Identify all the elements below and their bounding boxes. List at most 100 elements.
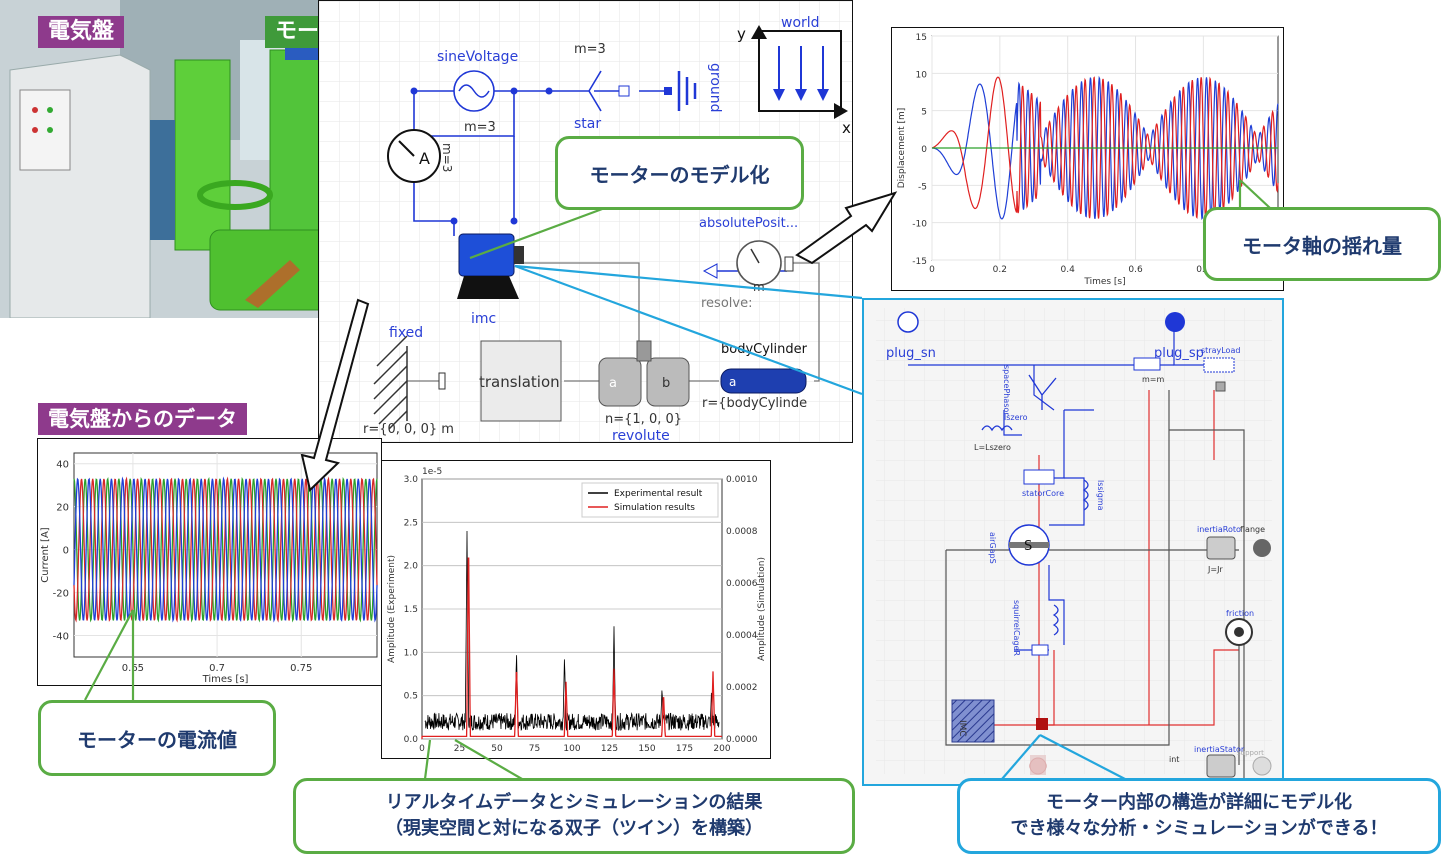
displacement-series-2 xyxy=(931,76,1279,219)
inertia-stator-label: inertiaStator xyxy=(1194,745,1245,754)
spectrum-xtick: 125 xyxy=(601,744,618,754)
callout-shaft: モータ軸の揺れ量 xyxy=(1203,207,1441,281)
displacement-ytick: -5 xyxy=(918,182,927,192)
current-ytick: 0 xyxy=(63,546,69,557)
absolute-position-label: absolutePosit... xyxy=(699,216,798,231)
spectrum-ytick-right: 0.0004 xyxy=(726,631,758,641)
callout-result-line2: （現実空間と対になる双子（ツイン）を構築） xyxy=(385,818,763,839)
current-ytick: -20 xyxy=(53,589,69,600)
callout-result: リアルタイムデータとシミュレーションの結果 （現実空間と対になる双子（ツイン）を… xyxy=(293,778,855,854)
revolute-n-label: n={1, 0, 0} xyxy=(605,412,682,427)
jr-label: J=Jr xyxy=(1207,565,1223,574)
spectrum-ytick-left: 0.0 xyxy=(404,735,419,745)
callout-current-text: モーターの電流値 xyxy=(77,727,237,752)
sensor-m-label: m xyxy=(753,280,765,294)
revolute-a-label: a xyxy=(609,376,617,391)
arrow-to-displacement xyxy=(795,191,898,265)
current-xtick: 0.75 xyxy=(290,663,312,674)
spectrum-xtick: 200 xyxy=(713,744,730,754)
star-label: star xyxy=(574,116,601,132)
callout-internal-line1: モーター内部の構造が詳細にモデル化 xyxy=(1046,792,1352,813)
spectrum-ytick-right: 0.0000 xyxy=(726,735,758,745)
callout-modeling: モーターのモデル化 xyxy=(555,136,804,210)
body-cylinder-r-label: r={bodyCylinde xyxy=(702,396,807,411)
axis-x-label: x xyxy=(842,119,851,137)
space-phasor-label: spacePhasor xyxy=(1002,365,1011,416)
displacement-ytick: 5 xyxy=(921,108,927,118)
current-series-3 xyxy=(73,476,378,623)
spectrum-ytick-left: 0.5 xyxy=(404,692,418,702)
spectrum-chart: 3.02.52.01.51.00.50.00.00100.00080.00060… xyxy=(387,467,767,754)
axis-y-label: y xyxy=(737,25,746,43)
spectrum-series-experimental xyxy=(424,530,720,732)
displacement-ytick: -10 xyxy=(912,220,927,230)
spectrum-xtick: 150 xyxy=(638,744,655,754)
current-ytick: -40 xyxy=(53,632,69,643)
motor-internal-diagram: plug_sn plug_sp m=m strayLoad spacePhaso… xyxy=(864,300,1282,784)
lssigma-label: lssigma xyxy=(1096,480,1105,511)
callout-modeling-text: モーターのモデル化 xyxy=(589,162,770,187)
world-label: world xyxy=(781,15,820,31)
spectrum-legend-box xyxy=(581,482,719,518)
panel-data-tag: 電気盤からのデータ xyxy=(38,403,247,435)
air-gap-label: airGapS xyxy=(988,532,997,564)
spectrum-series-simulation xyxy=(421,557,722,739)
revolute-label: revolute xyxy=(612,428,670,442)
spectrum-ytick-left: 3.0 xyxy=(404,475,419,485)
callout-internal-line2: でき様々な分析・シミュレーションができる！ xyxy=(1010,818,1388,839)
spectrum-xtick: 175 xyxy=(676,744,693,754)
current-ytick: 40 xyxy=(56,460,69,471)
translation-label: translation xyxy=(479,373,560,391)
current-xtick: 0.7 xyxy=(209,663,225,674)
spectrum-ytick-right: 0.0010 xyxy=(726,475,758,485)
flange-label: flange xyxy=(1240,525,1265,534)
displacement-xtick: 0.2 xyxy=(993,265,1007,275)
spectrum-xtick: 25 xyxy=(454,744,465,754)
displacement-xtick: 0.6 xyxy=(1128,265,1143,275)
spectrum-ytick-right: 0.0006 xyxy=(726,579,758,589)
sine-voltage-label: sineVoltage xyxy=(437,49,518,65)
displacement-ytick: 15 xyxy=(916,33,927,43)
friction-label: friction xyxy=(1226,609,1254,618)
modelica-diagram-drawing: sineVoltage m=3 m=3 star ground world y … xyxy=(319,1,852,442)
spectrum-xtick: 0 xyxy=(419,744,425,754)
fixed-r-label: r={0, 0, 0} m xyxy=(363,422,454,437)
int-label: int xyxy=(1169,755,1179,764)
spectrum-xtick: 75 xyxy=(529,744,540,754)
spectrum-ytick-left: 2.0 xyxy=(404,562,419,572)
stray-load-label: strayLoad xyxy=(1201,346,1240,355)
lszero-value-label: L=Lszero xyxy=(974,443,1011,452)
ammeter-m-label: m=3 xyxy=(440,143,454,172)
ammeter-a-label: A xyxy=(419,149,430,168)
spectrum-scale-note: 1e-5 xyxy=(422,467,442,477)
air-gap-symbol: S xyxy=(1024,539,1032,554)
callout-current: モーターの電流値 xyxy=(38,700,276,776)
spectrum-xtick: 50 xyxy=(491,744,503,754)
lszero-label: lszero xyxy=(1004,413,1028,422)
spectrum-ytick-left: 1.0 xyxy=(404,648,419,658)
support-label: support xyxy=(1237,749,1264,757)
sine-voltage-m-label: m=3 xyxy=(464,120,496,135)
displacement-ylabel: Displacement [m] xyxy=(897,108,907,189)
mm-label: m=m xyxy=(1142,375,1164,384)
callout-internal: モーター内部の構造が詳細にモデル化 でき様々な分析・シミュレーションができる！ xyxy=(957,778,1441,854)
arrow-to-current xyxy=(300,298,370,492)
plug-sn-label: plug_sn xyxy=(886,346,936,361)
callout-shaft-text: モータ軸の揺れ量 xyxy=(1242,233,1402,258)
spectrum-ytick-right: 0.0008 xyxy=(726,527,758,537)
panel-tag: 電気盤 xyxy=(38,16,125,48)
spectrum-ylabel-left: Amplitude (Experiment) xyxy=(387,555,397,663)
star-m-label: m=3 xyxy=(574,42,606,57)
spectrum-legend-label-2: Simulation results xyxy=(614,503,695,513)
modelica-diagram: sineVoltage m=3 m=3 star ground world y … xyxy=(318,0,853,443)
stator-core-label: statorCore xyxy=(1022,489,1064,498)
body-cylinder-a-label: a xyxy=(729,375,736,389)
spectrum-ytick-left: 1.5 xyxy=(404,605,418,615)
displacement-ytick: 0 xyxy=(921,145,927,155)
fixed-label: fixed xyxy=(389,325,423,341)
